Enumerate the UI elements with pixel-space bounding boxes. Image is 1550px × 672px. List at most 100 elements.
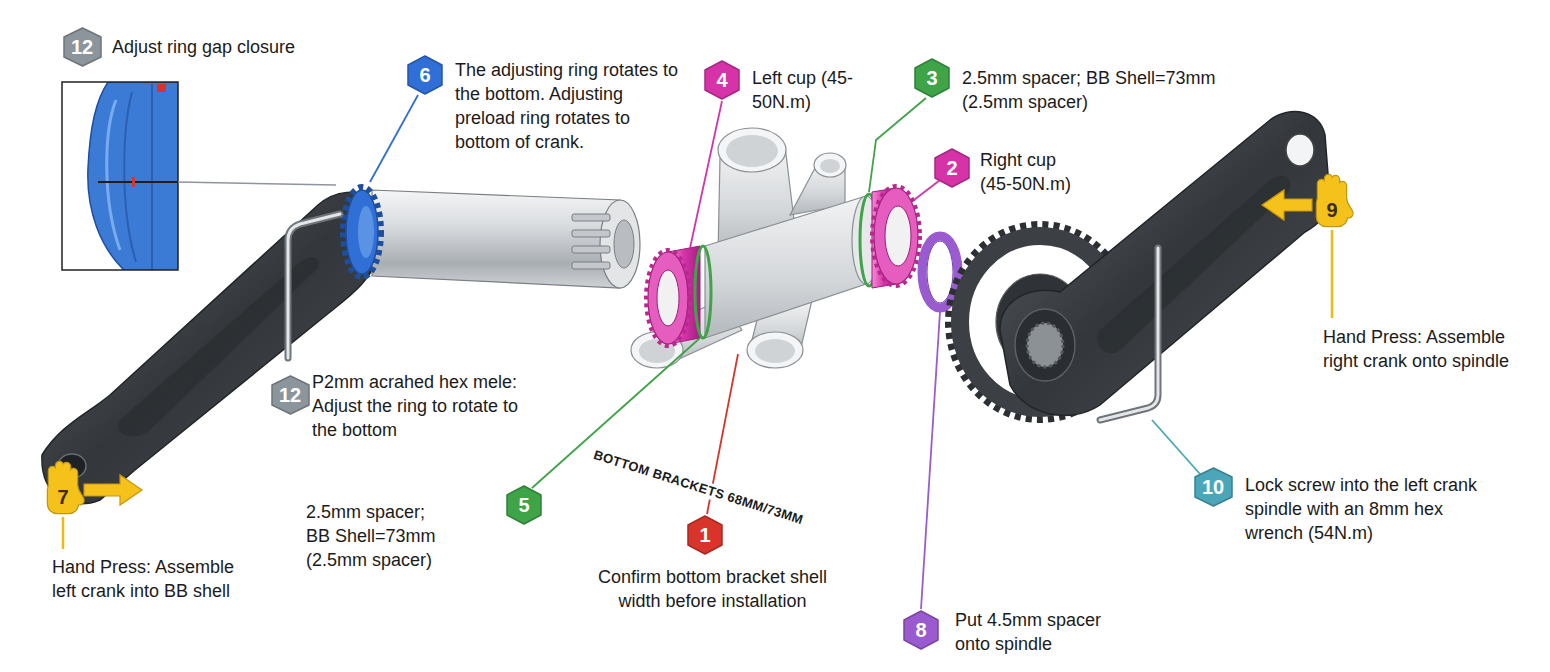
hand-part [69, 486, 85, 506]
callout-number: 8 [915, 620, 926, 640]
inset-leader [178, 182, 336, 185]
callout-number: 4 [716, 70, 727, 90]
left-cup-face [648, 252, 688, 344]
callout-note: The adjusting ring rotates to the bottom… [455, 58, 687, 154]
callout-badge: 6The adjusting ring rotates to the botto… [407, 55, 443, 95]
hand-press-badge: 7Hand Press: Assemble left crank into BB… [40, 459, 86, 515]
leader-line [62, 517, 65, 549]
inset-zoom [88, 82, 178, 270]
callout-note: P2mm acrahed hex mele: Adjust the ring t… [312, 370, 537, 442]
callout-badge: 12Adjust ring gap closure [63, 27, 102, 67]
callout-number: 2 [946, 158, 957, 178]
inset-mark [132, 177, 135, 187]
hexagon-shape [688, 516, 722, 554]
callout-note: Put 4.5mm spacer onto spindle [955, 608, 1113, 656]
callout-badge: 8Put 4.5mm spacer onto spindle [903, 610, 939, 650]
hexagon-shape [64, 28, 101, 66]
callout-note: Confirm bottom bracket shell width befor… [580, 565, 845, 613]
inset-mark [157, 84, 166, 92]
callout-number: 1 [699, 525, 710, 545]
leader-line [1152, 420, 1200, 474]
spline [572, 214, 610, 221]
tube-bore [755, 339, 795, 363]
callout-number: 12 [71, 37, 93, 57]
cup-knurl [646, 250, 690, 346]
hex-wrench-shine [1100, 248, 1158, 420]
left-crank-arm [42, 192, 378, 504]
inset-ring [88, 82, 178, 270]
cup-knurl [872, 186, 920, 286]
ring-face [358, 206, 374, 258]
callout-badge: 12P2mm acrahed hex mele: Adjust the ring… [271, 375, 310, 415]
callout-badge: 10Lock screw into the left crank spindle… [1194, 467, 1233, 507]
spindle-bore [614, 220, 634, 268]
hex-key [288, 214, 340, 358]
inset-frame [62, 82, 178, 270]
cup-bore [885, 206, 911, 266]
hex-wrench [1100, 248, 1158, 420]
spindle-socket [1015, 309, 1075, 381]
spec-note: 2.5mm spacer; BB Shell=73mm (2.5mm space… [306, 500, 446, 572]
spline [572, 262, 610, 269]
callout-number: 10 [1202, 477, 1224, 497]
hexagon-shape [915, 59, 949, 97]
callout-badge: 4Left cup (45-50N.m) [704, 60, 740, 100]
hand-shape [48, 462, 85, 513]
bearing [1027, 323, 1063, 367]
hexagon-shape [507, 486, 541, 524]
callout-number: 5 [518, 495, 529, 515]
callout-badge: 5 [506, 485, 542, 525]
hand-shape [1317, 175, 1354, 226]
callout-badge: 1Confirm bottom bracket shell width befo… [687, 515, 723, 555]
leader-line [1331, 230, 1334, 318]
hexagon-shape [904, 611, 938, 649]
tube-opening [747, 332, 803, 368]
callout-note: Hand Press: Assemble right crank onto sp… [1323, 325, 1538, 373]
callout-number: 9 [1326, 200, 1337, 220]
hex-key-shine [288, 214, 340, 358]
hand-press-badge: 9Hand Press: Assemble right crank onto s… [1309, 172, 1355, 228]
callout-note: Adjust ring gap closure [112, 35, 372, 59]
spacer-ring [922, 236, 958, 308]
hexagon-shape [272, 376, 309, 414]
leader-line [921, 312, 940, 609]
spindle-end [600, 200, 640, 288]
callout-note: Right cup (45-50N.m) [980, 148, 1085, 196]
hexagon-shape [935, 149, 969, 187]
callout-number: 3 [926, 68, 937, 88]
callout-note: 2.5mm spacer; BB Shell=73mm (2.5mm space… [962, 66, 1244, 114]
spindle [372, 190, 620, 288]
hexagon-shape [705, 61, 739, 99]
inset-groove [124, 92, 136, 262]
leader-line [869, 98, 926, 192]
spline [572, 246, 610, 253]
shell-width-caption: BOTTOM BRACKETS 68MM/73MM [590, 446, 807, 528]
spline [572, 230, 610, 237]
arm-pocket [1097, 176, 1290, 354]
pedal-hole [1286, 134, 1314, 166]
callout-note: Lock screw into the left crank spindle w… [1245, 473, 1485, 545]
callout-note: Left cup (45-50N.m) [752, 66, 857, 114]
hexagon-shape [408, 56, 442, 94]
callout-number: 7 [57, 487, 68, 507]
cup-bore [657, 270, 679, 326]
hexagon-shape [1195, 468, 1232, 506]
bb-shell [705, 196, 866, 338]
callout-note: Hand Press: Assemble left crank into BB … [52, 555, 257, 603]
hand-part [1338, 199, 1354, 219]
inset-highlight [107, 100, 120, 250]
tube-opening [718, 128, 786, 172]
inset-groove [151, 84, 153, 270]
callout-number: 6 [419, 65, 430, 85]
press-arrow [84, 475, 142, 505]
inset-gap-line [98, 181, 178, 183]
press-arrow [1262, 190, 1312, 220]
leader-line [690, 101, 722, 248]
tube-bore [726, 135, 778, 167]
tube-opening [814, 153, 846, 177]
callout-badge: 32.5mm spacer; BB Shell=73mm (2.5mm spac… [914, 58, 950, 98]
right-cup-face [874, 188, 918, 284]
leader-line [914, 180, 940, 200]
callout-badge: 2Right cup (45-50N.m) [934, 148, 970, 188]
